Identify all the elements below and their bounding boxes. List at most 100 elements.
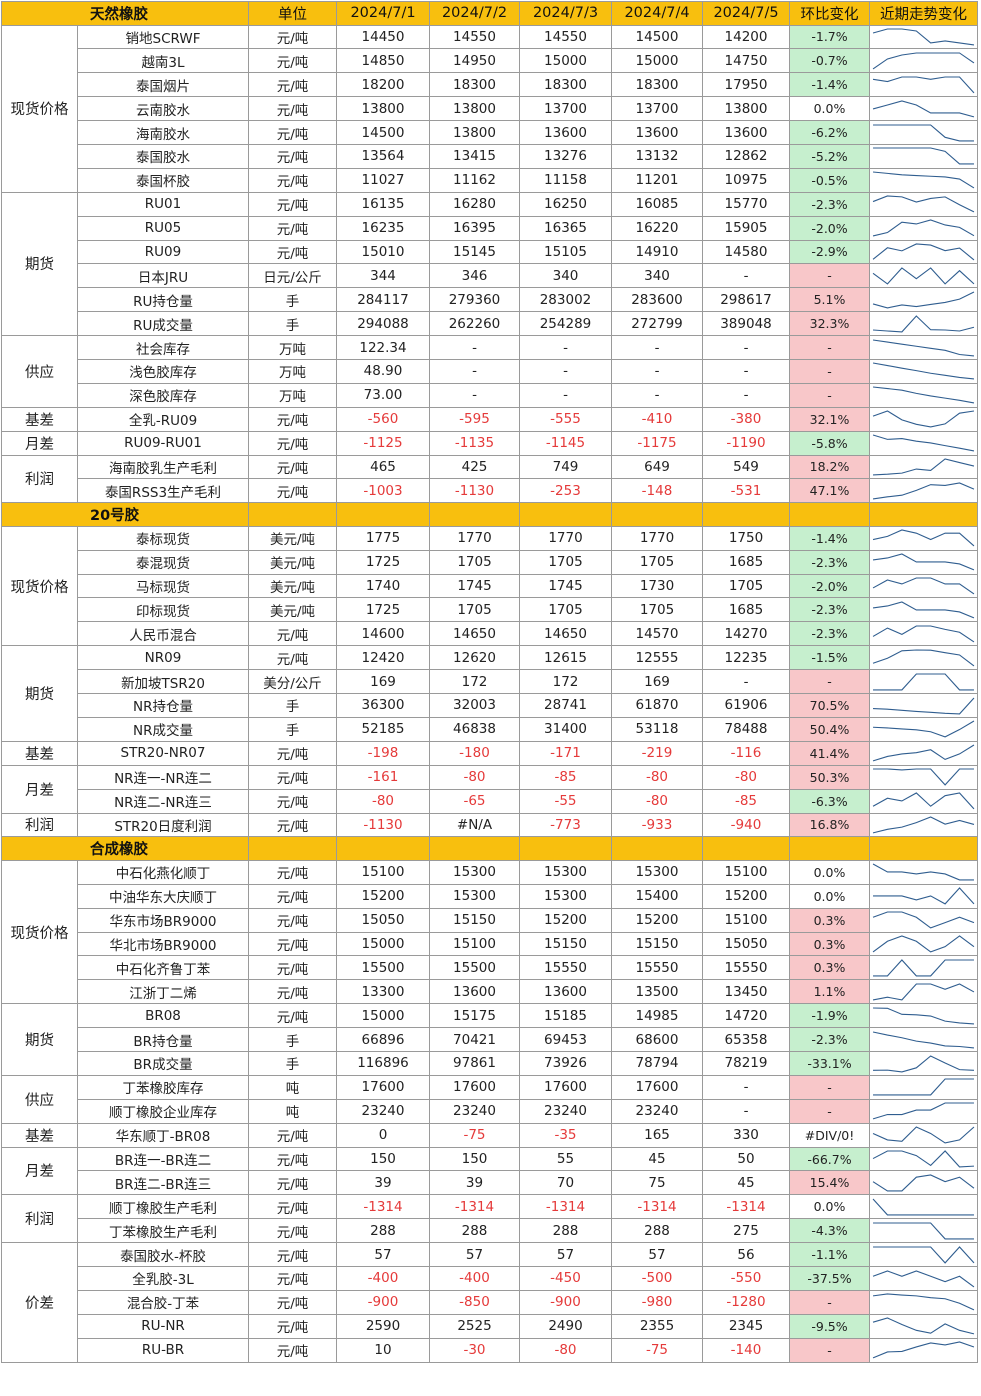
value-cell: -1135 bbox=[429, 430, 520, 456]
trend-sparkline bbox=[869, 1266, 978, 1291]
indicator-name: RU01 bbox=[77, 191, 249, 217]
indicator-name: 泰标现货 bbox=[77, 525, 249, 551]
value-cell: 288 bbox=[611, 1218, 703, 1244]
value-cell: 150 bbox=[336, 1146, 430, 1172]
value-cell: -560 bbox=[336, 406, 430, 432]
value-cell: 12555 bbox=[611, 645, 703, 671]
category-cell: 月差 bbox=[1, 1146, 78, 1196]
value-cell: -30 bbox=[429, 1337, 520, 1363]
section-title-text: 合成橡胶 bbox=[90, 842, 148, 859]
sparkline-chart bbox=[872, 1198, 974, 1216]
value-cell: -410 bbox=[611, 406, 703, 432]
indicator-name: NR连一-NR连二 bbox=[77, 764, 249, 790]
section-title-text: 天然橡胶 bbox=[90, 6, 148, 23]
indicator-name: NR成交量 bbox=[77, 716, 249, 742]
section-header-cell bbox=[702, 502, 790, 527]
sparkline-chart bbox=[872, 911, 975, 929]
value-cell: 12615 bbox=[519, 645, 612, 671]
value-cell: 288 bbox=[336, 1218, 430, 1244]
value-cell: -80 bbox=[336, 788, 430, 814]
value-cell: -1314 bbox=[611, 1194, 703, 1220]
value-cell: -198 bbox=[336, 740, 430, 766]
value-cell: -80 bbox=[702, 764, 790, 790]
value-cell: 11162 bbox=[429, 167, 520, 193]
trend-sparkline bbox=[869, 597, 978, 623]
trend-sparkline bbox=[869, 24, 978, 50]
value-cell: 15000 bbox=[336, 1003, 430, 1029]
sparkline-chart bbox=[872, 314, 975, 333]
indicator-name: 顺丁橡胶企业库存 bbox=[77, 1098, 249, 1124]
sparkline-chart bbox=[872, 577, 975, 595]
value-cell: 53118 bbox=[611, 716, 703, 742]
trend-sparkline bbox=[869, 1122, 978, 1148]
value-cell: -171 bbox=[519, 740, 612, 766]
value-cell: 298617 bbox=[702, 287, 790, 313]
value-cell: 18200 bbox=[336, 72, 430, 98]
change-cell: -1.5% bbox=[789, 645, 870, 671]
header-date: 2024/7/4 bbox=[611, 1, 703, 26]
value-cell: -80 bbox=[611, 788, 703, 814]
value-cell: 70421 bbox=[429, 1027, 520, 1053]
sparkline-chart bbox=[872, 1126, 975, 1144]
value-cell: 17600 bbox=[611, 1074, 703, 1100]
indicator-name: RU-NR bbox=[77, 1313, 249, 1339]
value-cell: 66896 bbox=[336, 1027, 430, 1053]
change-cell: 0.0% bbox=[789, 96, 870, 122]
indicator-name: BR连一-BR连二 bbox=[77, 1146, 249, 1172]
value-cell: - bbox=[702, 382, 790, 408]
change-cell: 50.3% bbox=[789, 764, 870, 790]
value-cell: 12620 bbox=[429, 645, 520, 671]
indicator-name: RU-BR bbox=[77, 1337, 249, 1363]
value-cell: 16135 bbox=[336, 191, 430, 217]
sparkline-chart bbox=[872, 601, 975, 619]
value-cell: 283600 bbox=[611, 287, 703, 313]
value-cell: 465 bbox=[336, 454, 430, 480]
change-cell: - bbox=[789, 1337, 870, 1363]
value-cell: 1685 bbox=[702, 549, 790, 575]
value-cell: 122.34 bbox=[336, 335, 430, 360]
change-cell: 18.2% bbox=[789, 454, 870, 480]
value-cell: 15500 bbox=[429, 955, 520, 981]
sparkline-chart bbox=[872, 1269, 975, 1287]
value-cell: 56 bbox=[702, 1242, 790, 1268]
change-cell: -6.2% bbox=[789, 120, 870, 145]
indicator-name: 泰国胶水-杯胶 bbox=[77, 1242, 249, 1268]
change-cell: 0.0% bbox=[789, 883, 870, 909]
section-title: 20号胶 bbox=[1, 502, 249, 527]
unit-cell: 元/吨 bbox=[248, 979, 337, 1005]
trend-sparkline bbox=[869, 191, 978, 217]
unit-cell: 吨 bbox=[248, 1074, 337, 1100]
value-cell: 16235 bbox=[336, 215, 430, 241]
value-cell: 1745 bbox=[519, 573, 612, 599]
value-cell: -773 bbox=[519, 812, 612, 838]
indicator-name: NR09 bbox=[77, 645, 249, 671]
value-cell: 73.00 bbox=[336, 382, 430, 408]
value-cell: 288 bbox=[429, 1218, 520, 1244]
value-cell: -1125 bbox=[336, 430, 430, 456]
value-cell: 57 bbox=[336, 1242, 430, 1268]
indicator-name: 丁苯橡胶生产毛利 bbox=[77, 1218, 249, 1244]
value-cell: 14950 bbox=[429, 48, 520, 74]
value-cell: 36300 bbox=[336, 693, 430, 718]
value-cell: - bbox=[611, 382, 703, 408]
change-cell: -9.5% bbox=[789, 1313, 870, 1339]
sparkline-chart bbox=[872, 482, 975, 500]
value-cell: 39 bbox=[336, 1170, 430, 1196]
sparkline-chart bbox=[872, 816, 975, 834]
change-cell: -2.9% bbox=[789, 239, 870, 265]
trend-sparkline bbox=[869, 525, 978, 551]
value-cell: 31400 bbox=[519, 716, 612, 742]
unit-cell: 元/吨 bbox=[248, 645, 337, 671]
value-cell: 11027 bbox=[336, 167, 430, 193]
indicator-name: 江浙丁二烯 bbox=[77, 979, 249, 1005]
category-cell: 价差 bbox=[1, 1242, 78, 1363]
trend-sparkline bbox=[869, 382, 978, 408]
trend-sparkline bbox=[869, 764, 978, 790]
unit-cell: 元/吨 bbox=[248, 1242, 337, 1268]
unit-cell: 手 bbox=[248, 716, 337, 742]
sparkline-chart bbox=[872, 28, 975, 46]
